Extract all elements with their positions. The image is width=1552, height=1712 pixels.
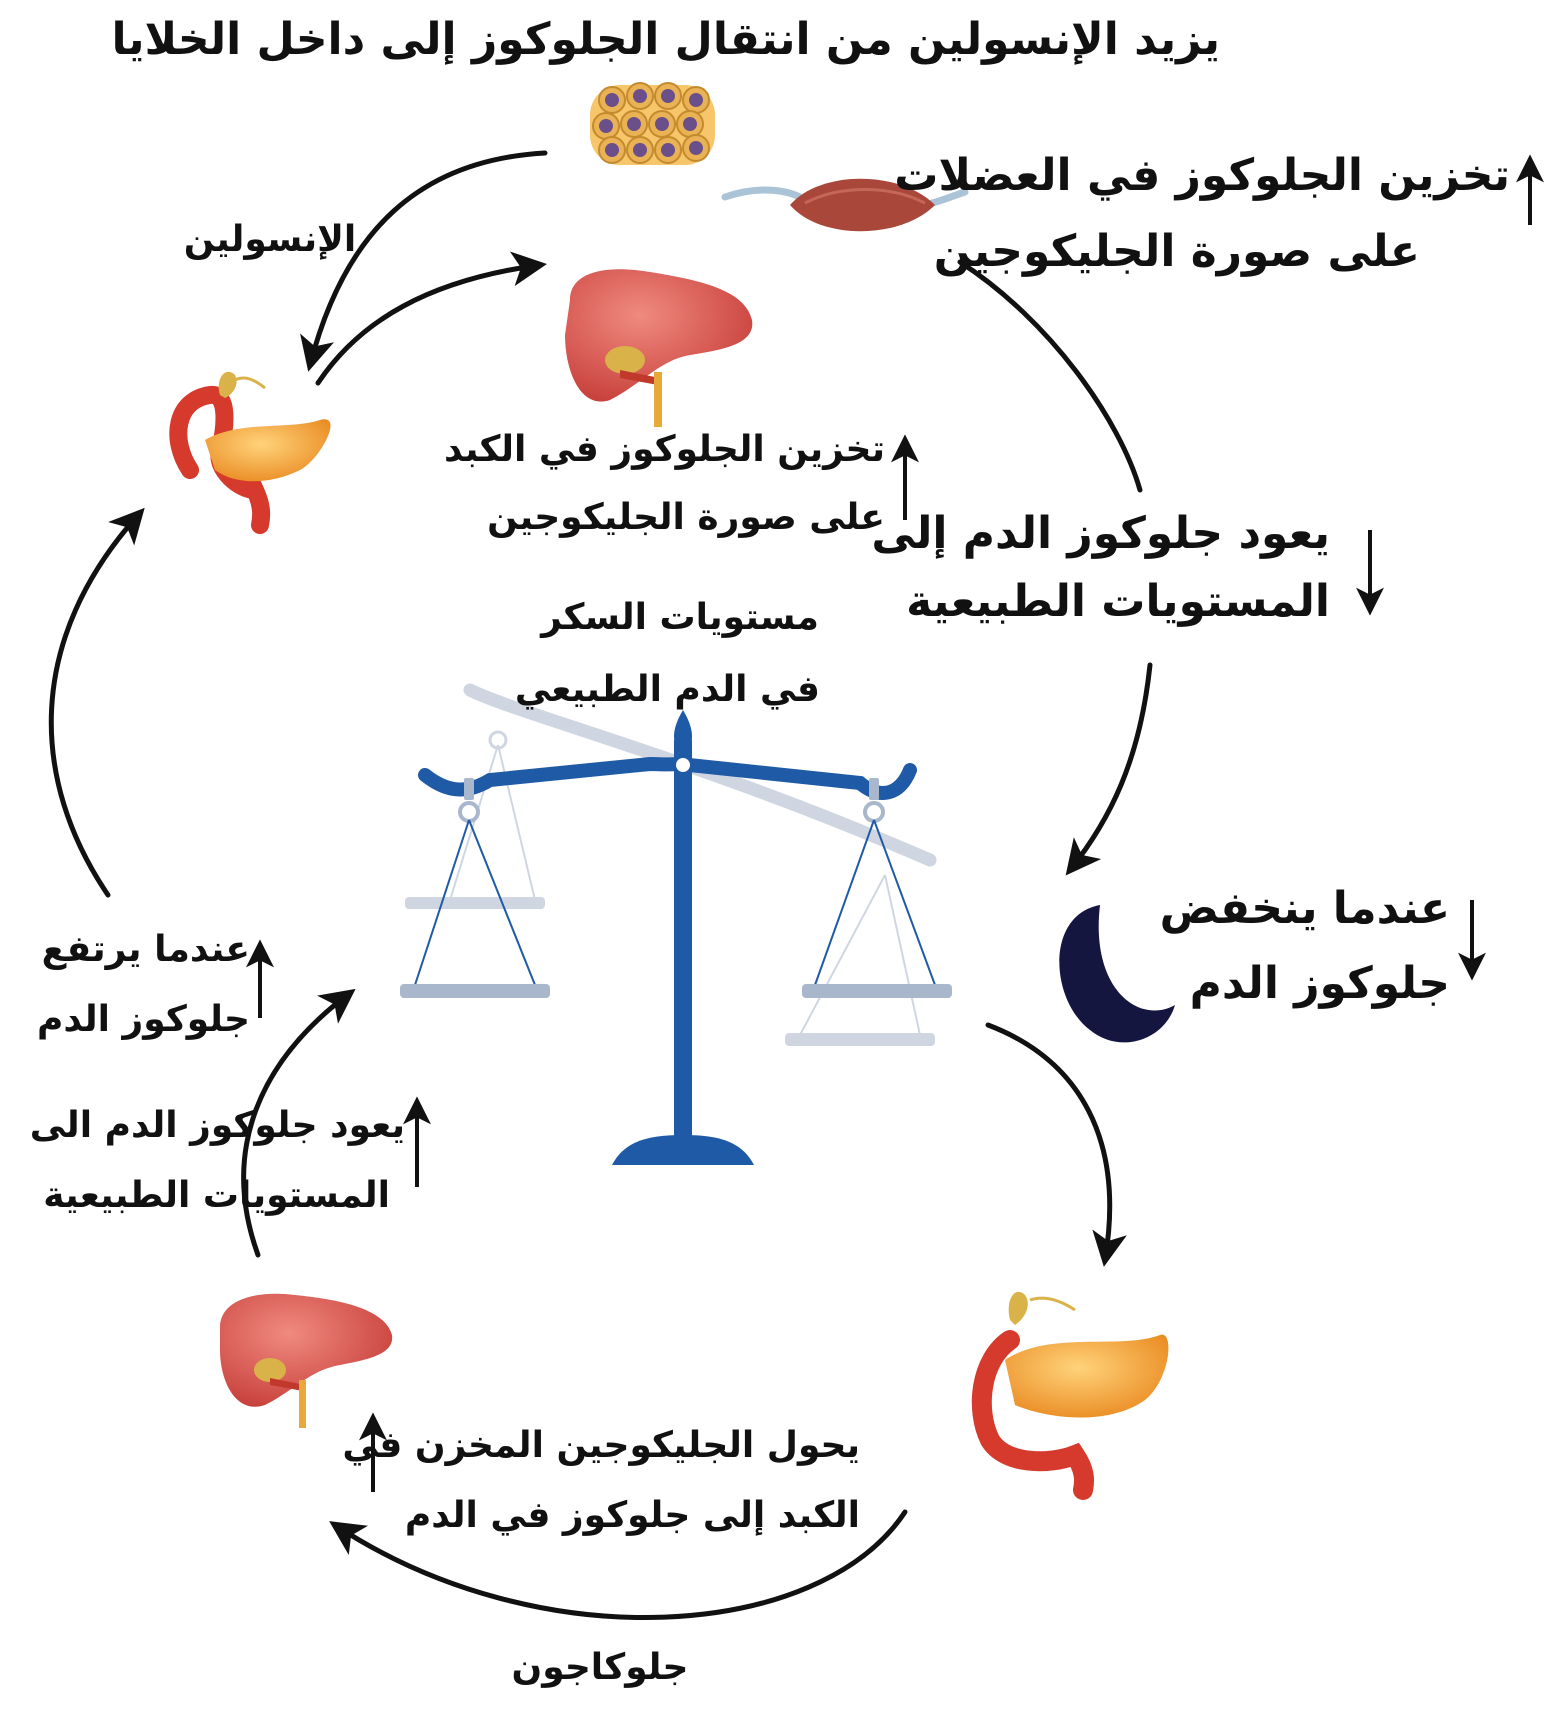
diagram-title: يزيد الإنسولين من انتقال الجلوكوز إلى دا… bbox=[111, 14, 1220, 65]
center-label-line1: مستويات السكر bbox=[541, 597, 819, 638]
arrow-muscle-to-right-text bbox=[957, 259, 1143, 493]
arrow-left-liver-to-scale bbox=[241, 988, 356, 1258]
cycle-arrows bbox=[48, 150, 1153, 1620]
liver-conversion-line1: يحول الجليكوجين المخزن في bbox=[342, 1425, 860, 1466]
arrow-pancreas-to-liver bbox=[315, 251, 547, 386]
arrow-right-text-to-moon bbox=[1065, 662, 1153, 876]
glucose-rises-line2: جلوكوز الدم bbox=[36, 999, 250, 1040]
arrow-scale-to-right-pancreas bbox=[985, 1022, 1127, 1267]
glucose-falls-line2: جلوكوز الدم bbox=[1189, 958, 1450, 1009]
glucose-falls-line1: عندما ينخفض bbox=[1159, 883, 1450, 934]
return-normal-left-line2: المستويات الطبيعية bbox=[43, 1175, 390, 1216]
center-label-line2: في الدم الطبيعي bbox=[514, 669, 820, 710]
arrow-left-up-to-pancreas bbox=[48, 507, 145, 898]
muscle-icon bbox=[721, 178, 969, 232]
glucagon-label: جلوكاجون bbox=[511, 1647, 689, 1688]
liver-icon bbox=[565, 269, 753, 427]
liver-conversion-line2: الكبد إلى جلوكوز في الدم bbox=[404, 1495, 860, 1536]
pancreas-icon bbox=[169, 371, 331, 534]
cells-cluster-icon bbox=[590, 82, 715, 165]
balance-scale-icon bbox=[400, 683, 952, 1165]
return-normal-right-line1: يعود جلوكوز الدم إلى bbox=[871, 508, 1330, 559]
return-normal-right-line2: المستويات الطبيعية bbox=[906, 576, 1330, 627]
liver-storage-line1: تخزين الجلوكوز في الكبد bbox=[444, 429, 885, 470]
muscle-storage-line1: تخزين الجلوكوز في العضلات bbox=[894, 150, 1510, 201]
indicator-arrows bbox=[246, 154, 1544, 1492]
arrow-glucagon-to-left bbox=[329, 1509, 908, 1620]
insulin-label: الإنسولين bbox=[183, 219, 357, 260]
arrow-cells-to-pancreas bbox=[300, 150, 548, 372]
muscle-storage-line2: على صورة الجليكوجين bbox=[933, 226, 1420, 277]
return-normal-left-line1: يعود جلوكوز الدم الى bbox=[29, 1105, 405, 1146]
liver-storage-line2: على صورة الجليكوجين bbox=[487, 497, 885, 538]
liver-bottom-icon bbox=[219, 1293, 393, 1428]
moon-icon bbox=[1059, 905, 1175, 1043]
pancreas-bottom-icon bbox=[971, 1291, 1169, 1500]
glucose-rises-line1: عندما يرتفع bbox=[41, 929, 250, 970]
